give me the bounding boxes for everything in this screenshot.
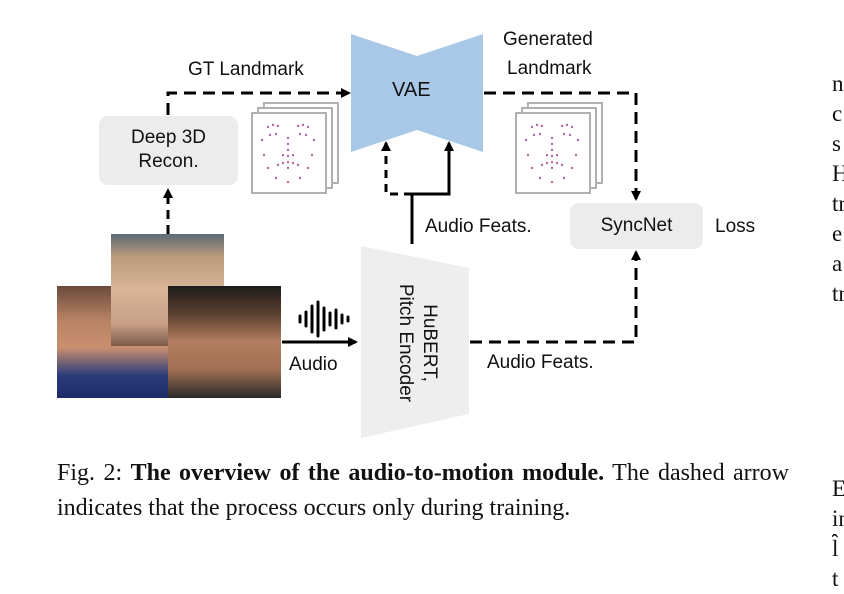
caption-prefix: Fig. 2: <box>57 460 131 486</box>
margin-line: e <box>832 221 843 246</box>
deep3d-recon-box: Deep 3D Recon. <box>99 116 238 185</box>
encoder-label: HuBERT, Pitch Encoder <box>393 268 441 418</box>
audio-feats-lower-label: Audio Feats. <box>487 352 594 373</box>
margin-line: s <box>832 131 841 156</box>
landmark-points <box>260 123 316 184</box>
margin-fragments-lower: E in l̂ t <box>832 474 844 594</box>
margin-line: tr <box>832 281 844 306</box>
margin-fragments-upper: n c s H tr e a tr <box>832 69 844 309</box>
margin-line: a <box>832 251 843 276</box>
generated-landmark-stack <box>515 102 603 194</box>
audio-feats-solid-arrow <box>410 141 454 244</box>
encoder-shape <box>361 246 469 438</box>
encoder-line1: HuBERT, <box>419 304 440 382</box>
loss-label: Loss <box>715 216 756 237</box>
waveform-icon <box>298 300 350 338</box>
vae-label: VAE <box>392 79 431 101</box>
caption-title: The overview of the audio-to-motion modu… <box>130 460 605 486</box>
generated-label-line2: Landmark <box>507 58 592 79</box>
margin-line: c <box>832 101 843 126</box>
gt-landmark-label: GT Landmark <box>188 59 304 80</box>
margin-line: tr <box>832 191 844 216</box>
margin-line: l̂ <box>832 536 839 561</box>
margin-line: n <box>832 71 844 96</box>
margin-line: H <box>832 161 844 186</box>
caption-body: The dashed arrow indicates that the proc… <box>57 460 790 521</box>
margin-line: E <box>832 476 844 501</box>
audio-feats-dashed-arrow <box>381 141 412 196</box>
margin-line: t <box>832 566 839 591</box>
generated-landmark-points <box>524 123 580 184</box>
gt-landmark-stack <box>251 102 339 194</box>
syncnet-label: SyncNet <box>600 215 673 236</box>
audio-feats-to-syncnet-arrow <box>470 250 641 344</box>
deep3d-line2: Recon. <box>138 151 199 172</box>
audio-feats-upper-label: Audio Feats. <box>425 216 532 237</box>
audio-label: Audio <box>289 354 338 375</box>
vae-shape <box>351 34 483 152</box>
deep3d-line1: Deep 3D <box>131 127 206 148</box>
encoder-line2: Pitch Encoder <box>395 283 416 403</box>
generated-landmark-arrow <box>484 91 641 201</box>
margin-line: in <box>832 506 844 531</box>
figure-caption: Fig. 2: The overview of the audio-to-mot… <box>57 456 789 526</box>
gt-landmark-arrow <box>166 88 351 115</box>
generated-label-line1: Generated <box>503 29 593 50</box>
face-photo-front <box>168 286 281 398</box>
syncnet-box: SyncNet <box>570 203 703 249</box>
